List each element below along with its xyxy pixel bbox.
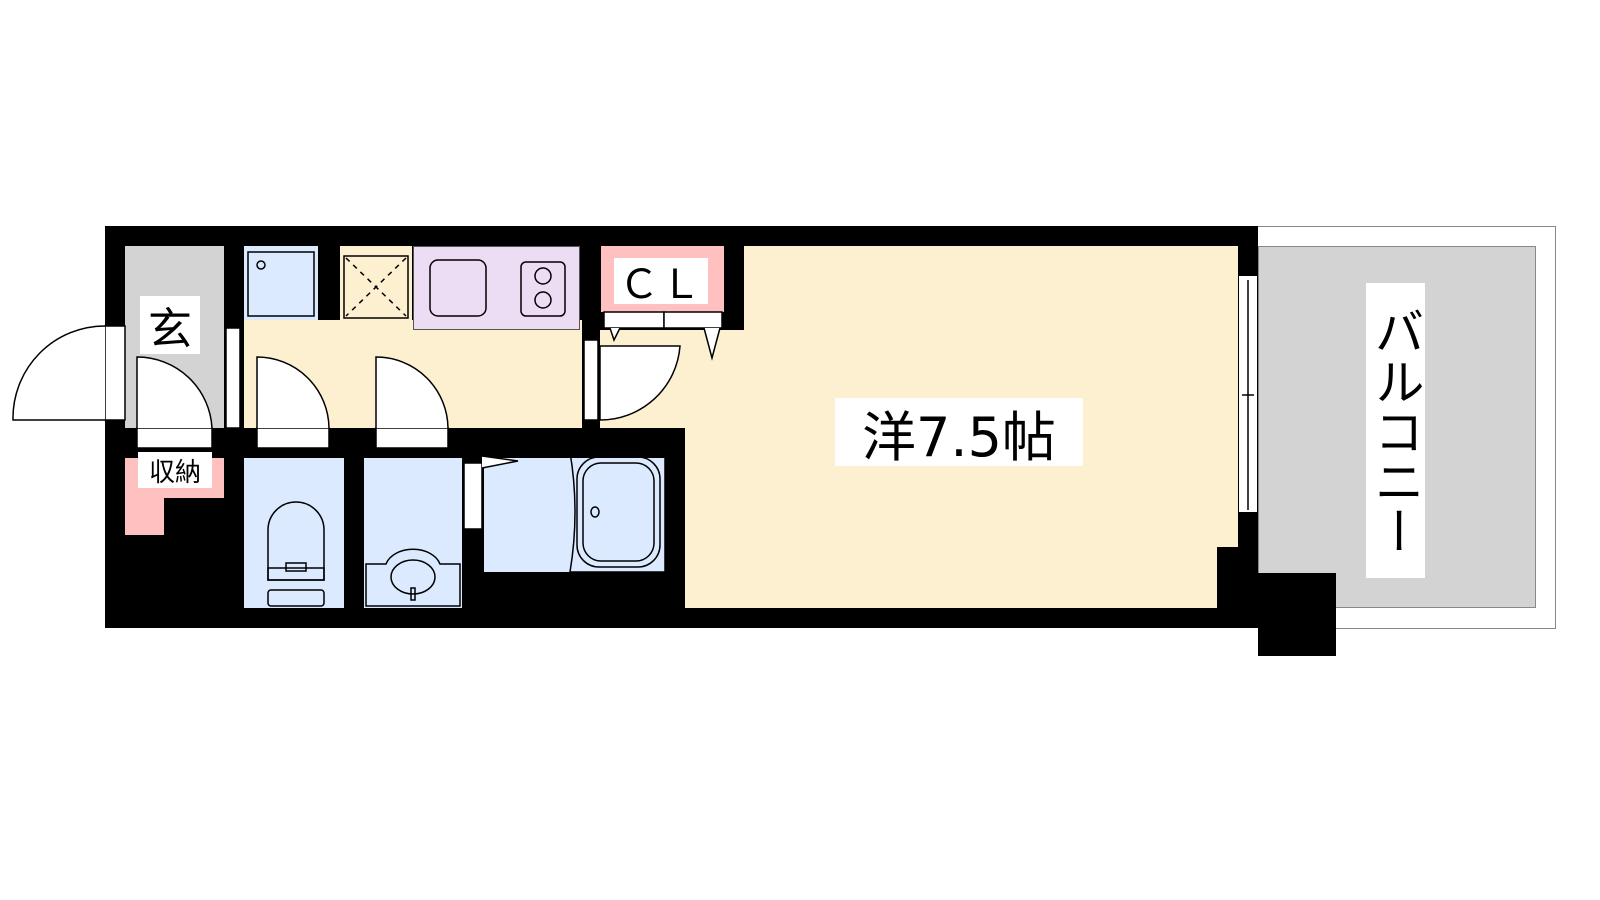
- storage-small: [125, 498, 164, 535]
- washer-space: [340, 246, 412, 320]
- refrigerator-space: [244, 246, 318, 320]
- toilet-icon: [267, 501, 325, 607]
- pillar: [1217, 547, 1238, 608]
- balcony-pillar: [1258, 573, 1336, 656]
- washbasin-icon: [365, 548, 461, 607]
- room-door-icon: [583, 339, 681, 421]
- door-icon: [375, 356, 449, 449]
- closet-door-icon: [603, 311, 723, 361]
- refrigerator-icon: [247, 251, 315, 317]
- bathroom-door-icon: [463, 455, 519, 530]
- entrance-door-icon: [12, 325, 126, 421]
- door-icon: [256, 356, 330, 449]
- entrance-label: 玄: [140, 296, 200, 355]
- western-room-lower: [685, 428, 745, 608]
- sink-icon: [429, 259, 487, 317]
- door-icon: [136, 356, 213, 449]
- window-icon: [1242, 280, 1254, 510]
- western-room-label: 洋7.5帖: [835, 398, 1083, 469]
- balcony-label: バルコニー: [1366, 283, 1425, 578]
- bathtub-icon: [569, 451, 666, 573]
- closet-label: ＣＬ: [614, 258, 708, 308]
- stove-icon: [520, 261, 566, 317]
- washer-icon: [343, 255, 409, 319]
- storage-label: 収納: [138, 452, 212, 488]
- washroom: [364, 458, 462, 608]
